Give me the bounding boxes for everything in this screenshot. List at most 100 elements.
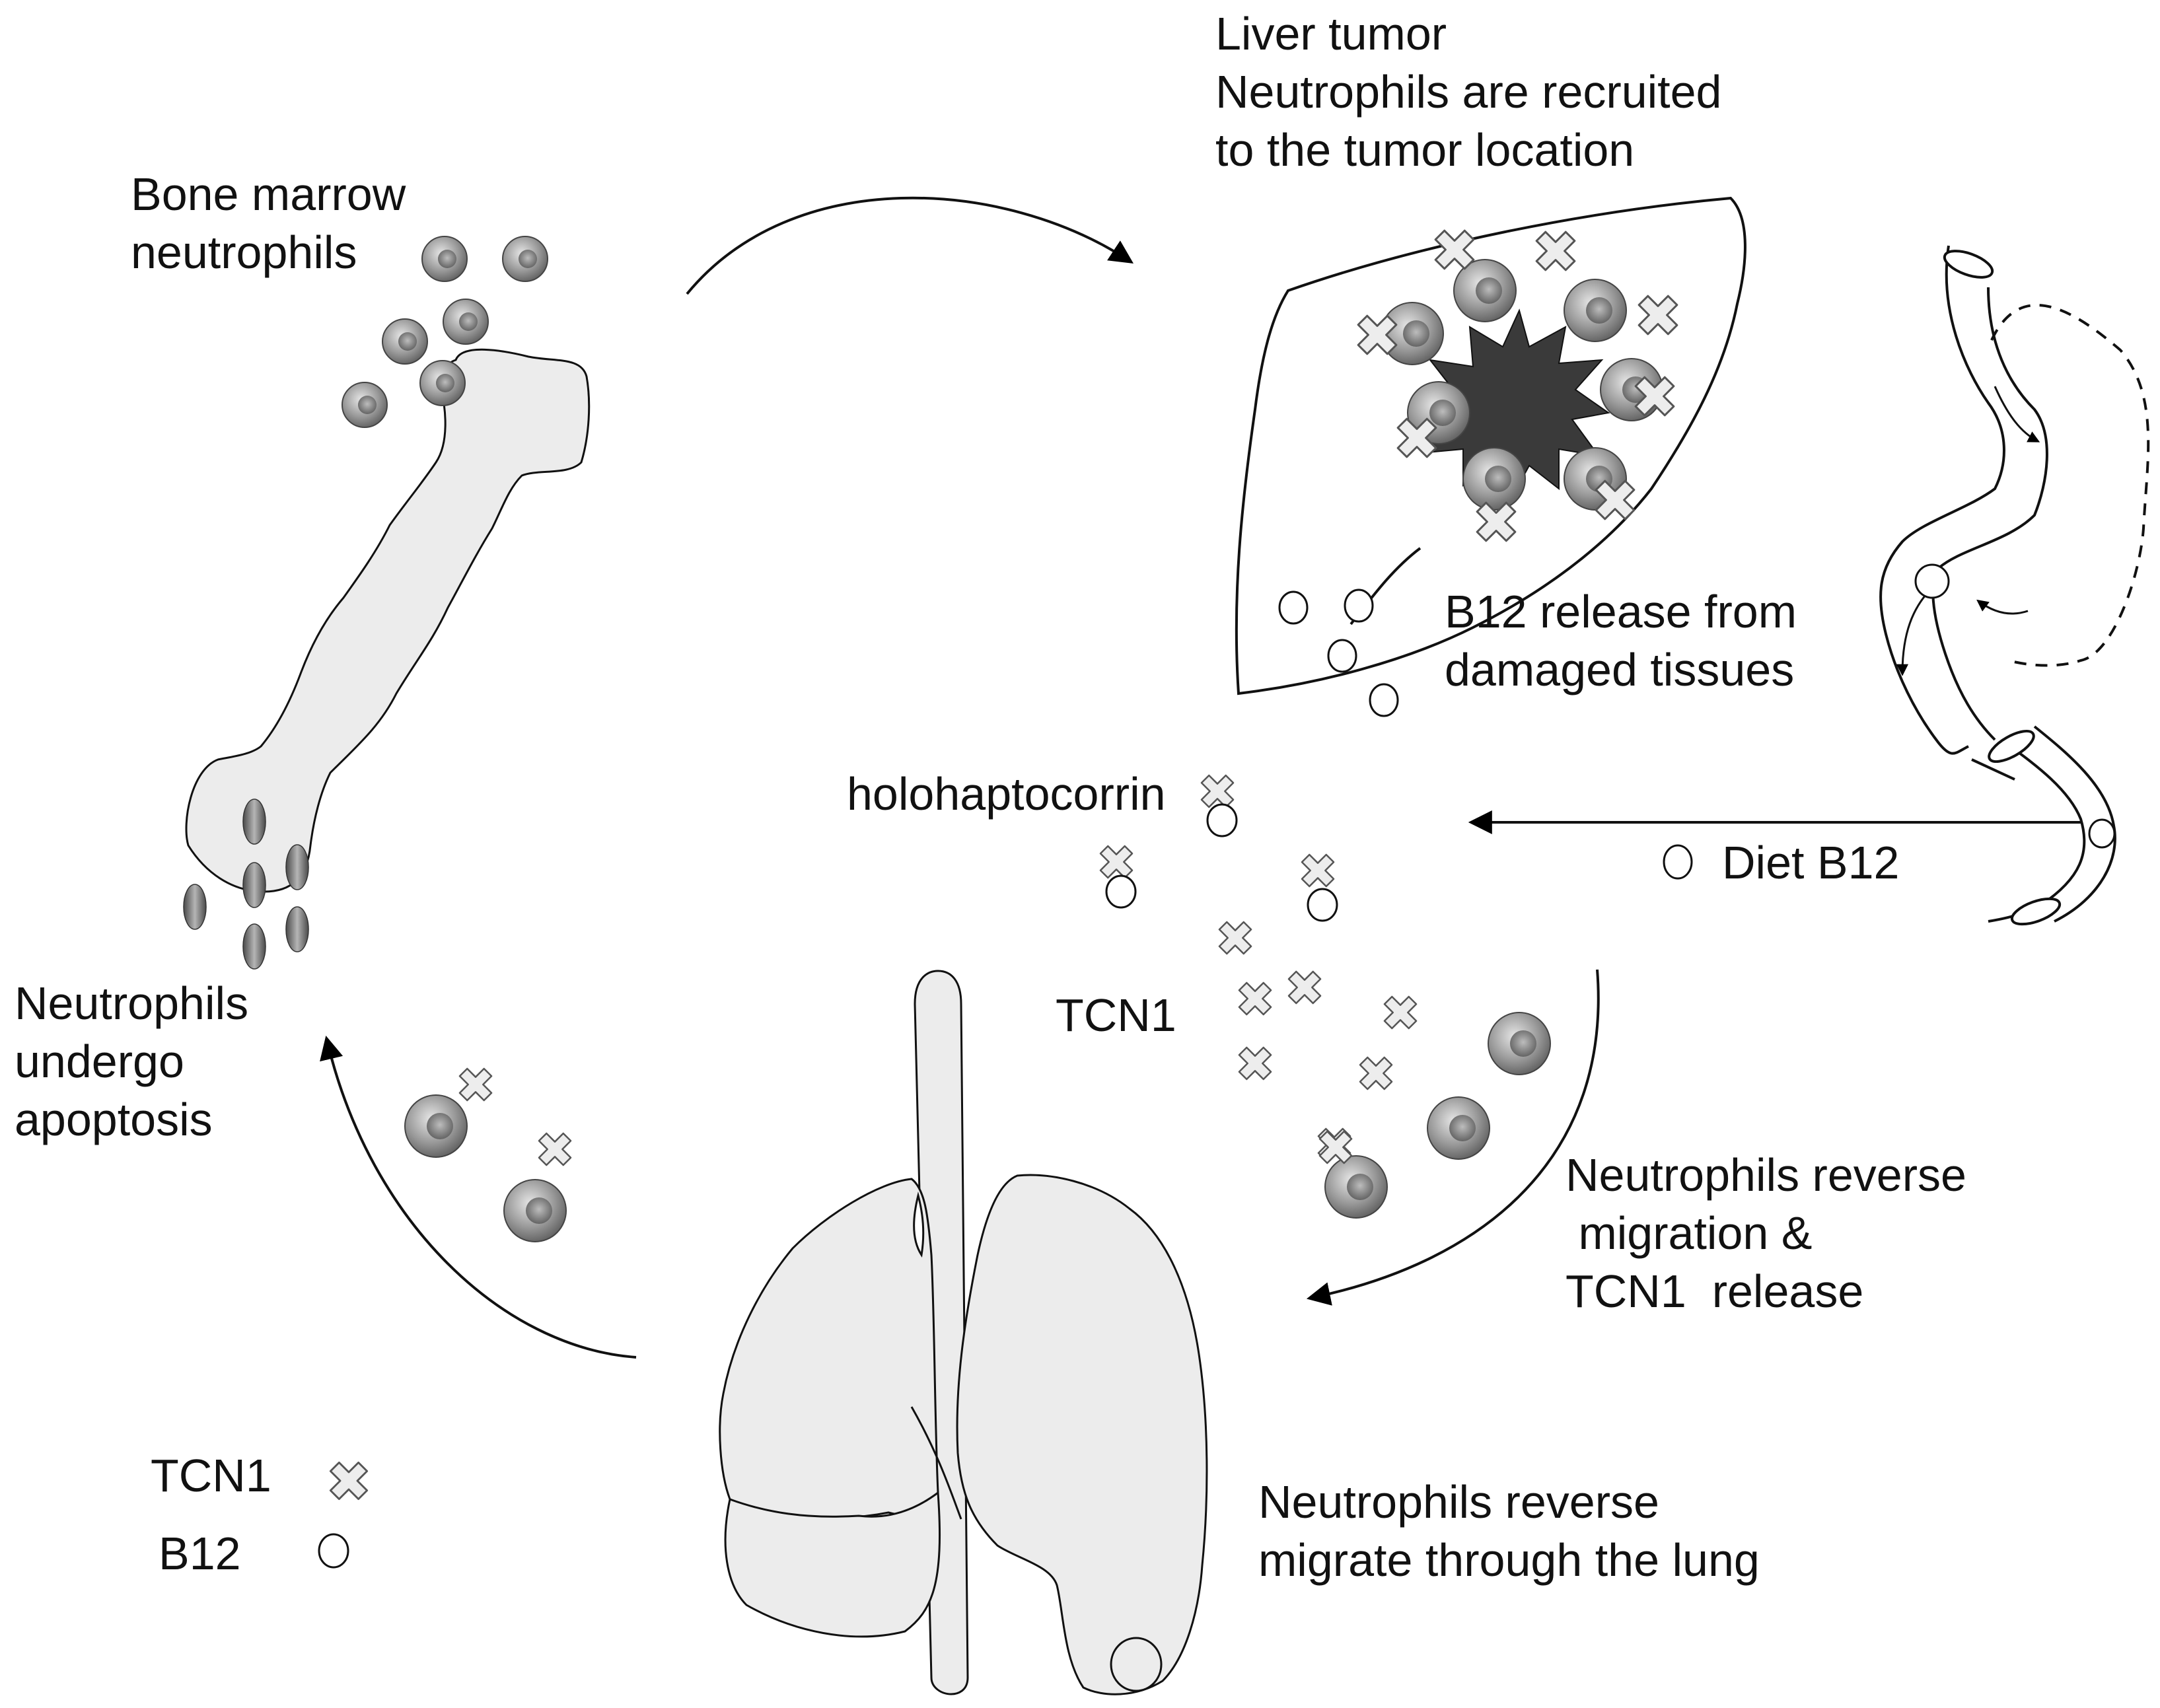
neutrophil-cell <box>1427 1096 1490 1160</box>
neutrophil-cell <box>1564 279 1627 342</box>
arrow-marrow-to-liver <box>686 196 1134 295</box>
apoptotic-cell <box>242 923 266 970</box>
lung-notch <box>913 1195 925 1258</box>
tcn1-cross-icon <box>1595 480 1636 520</box>
bone-marrow-label-line: neutrophils <box>131 227 357 278</box>
b12-molecule <box>1206 803 1238 837</box>
center-neutrophils <box>1324 1012 1551 1219</box>
diet-b12-icon <box>1663 844 1693 880</box>
liver-label-line: to the tumor location <box>1215 124 1635 176</box>
tcn1-cross-icon <box>1301 853 1335 888</box>
center-tcn1-markers <box>1099 774 1418 1162</box>
neutrophil-cell <box>404 1094 468 1158</box>
tcn1-cross-icon <box>458 1067 493 1102</box>
tcn1-cross-icon <box>538 1132 572 1166</box>
liver-label-line: Neutrophils are recruited <box>1215 66 1722 118</box>
neutrophil-cell <box>502 236 548 282</box>
apoptosis-label-line: apoptosis <box>15 1094 213 1145</box>
holohaptocorrin-text: holohaptocorrin <box>847 768 1166 820</box>
lung-label-line: migrate through the lung <box>1258 1534 1760 1586</box>
neutrophil-cell <box>342 382 388 428</box>
apoptotic-cell <box>183 884 207 930</box>
lung-label-line: Neutrophils reverse <box>1258 1476 1659 1528</box>
bone-marrow-label: Bone marrow neutrophils <box>131 165 406 281</box>
right-lung-shape <box>719 1178 939 1519</box>
tcn1-cross-icon <box>1287 970 1322 1005</box>
apoptosis-label: Neutrophils undergo apoptosis <box>15 974 248 1149</box>
lung-label: Neutrophils reverse migrate through the … <box>1258 1473 1760 1589</box>
neutrophil-cell <box>443 299 489 345</box>
circulating-neutrophils <box>404 1067 572 1242</box>
b12-molecule <box>1327 639 1357 673</box>
diet-b12-label: Diet B12 <box>1722 834 1899 892</box>
legend <box>318 844 1693 1569</box>
center-b12 <box>1105 803 1338 922</box>
stomach-dashed-path <box>1990 304 2150 667</box>
bone-marrow-label-line: Bone marrow <box>131 168 406 220</box>
b12-molecule <box>1105 874 1137 909</box>
legend-b12-text: B12 <box>159 1528 241 1579</box>
liver-label-line: Liver tumor <box>1215 8 1447 59</box>
tcn1-cross-icon <box>1476 501 1517 542</box>
liver-neutrophils <box>1381 259 1663 511</box>
reverse-migration-label-line: Neutrophils reverse <box>1566 1149 1966 1201</box>
left-lung-shape <box>956 1174 1208 1695</box>
lungs <box>719 970 1208 1695</box>
neutrophil-cell <box>503 1179 567 1242</box>
apoptotic-cell <box>285 906 309 952</box>
right-lung-lower <box>724 1491 941 1638</box>
neutrophil-cell <box>1324 1155 1388 1219</box>
lung-lobe-line <box>910 1406 962 1520</box>
holohaptocorrin-label: holohaptocorrin <box>847 765 1166 823</box>
lung-bottom-lobe <box>1110 1637 1163 1692</box>
apoptotic-cell <box>242 862 266 908</box>
tcn1-center-text: TCN1 <box>1056 989 1176 1041</box>
tcn1-cross-icon <box>1357 314 1398 355</box>
b12-molecule <box>1278 590 1309 625</box>
legend-tcn1-label: TCN1 <box>151 1446 271 1505</box>
apoptotic-neutrophils <box>183 799 309 970</box>
neutrophil-cell <box>382 318 428 365</box>
b12-release-label: B12 release from damaged tissues <box>1445 583 1797 699</box>
neutrophil-cell <box>1453 259 1517 322</box>
neutrophil-cell <box>419 360 466 406</box>
apoptosis-label-line: undergo <box>15 1036 184 1087</box>
b12-release-label-line: B12 release from <box>1445 586 1797 637</box>
apoptotic-cell <box>242 799 266 845</box>
legend-tcn1-text: TCN1 <box>151 1450 271 1501</box>
apoptotic-cell <box>285 844 309 890</box>
neutrophil-cell <box>1381 302 1444 365</box>
arrow-reverse-migration <box>1306 969 1600 1306</box>
tcn1-cross-icon <box>1200 774 1235 808</box>
legend-b12-icon <box>318 1533 349 1569</box>
tcn1-cross-icon <box>1535 231 1576 271</box>
gi-b12-molecule <box>1914 563 1950 599</box>
neutrophil-cell <box>1462 447 1526 511</box>
arrow-lung-to-marrow <box>320 1035 637 1359</box>
b12-molecule <box>1344 588 1374 623</box>
gi-tract <box>1879 245 2116 926</box>
b12-molecule <box>1307 888 1338 922</box>
legend-b12-label: B12 <box>159 1524 241 1583</box>
tcn1-cross-icon <box>1434 229 1475 270</box>
tcn1-cross-icon <box>1318 1130 1353 1164</box>
apoptosis-label-line: Neutrophils <box>15 978 249 1029</box>
bone-marrow-neutrophils <box>342 236 548 428</box>
reverse-migration-label-line: migration & <box>1566 1207 1813 1259</box>
released-b12 <box>1278 588 1399 717</box>
diet-b12-text: Diet B12 <box>1722 837 1900 888</box>
tcn1-cross-icon <box>1238 1046 1272 1081</box>
tcn1-cross-icon <box>1218 921 1252 955</box>
tcn1-cross-icon <box>1383 995 1418 1030</box>
liver-tumor-label: Liver tumor Neutrophils are recruited to… <box>1215 5 1721 179</box>
legend-tcn1-icon <box>329 1461 369 1501</box>
tcn1-cross-icon <box>1638 295 1678 336</box>
reverse-migration-label-line: TCN1 release <box>1566 1265 1864 1317</box>
tcn1-cross-icon <box>1238 981 1272 1016</box>
b12-release-label-line: damaged tissues <box>1445 644 1795 695</box>
tcn1-cross-icon <box>1099 845 1134 879</box>
reverse-migration-label: Neutrophils reverse migration & TCN1 rel… <box>1566 1146 1966 1320</box>
tcn1-center-label: TCN1 <box>1056 986 1176 1044</box>
gi-flow-arrows <box>1896 386 2040 676</box>
